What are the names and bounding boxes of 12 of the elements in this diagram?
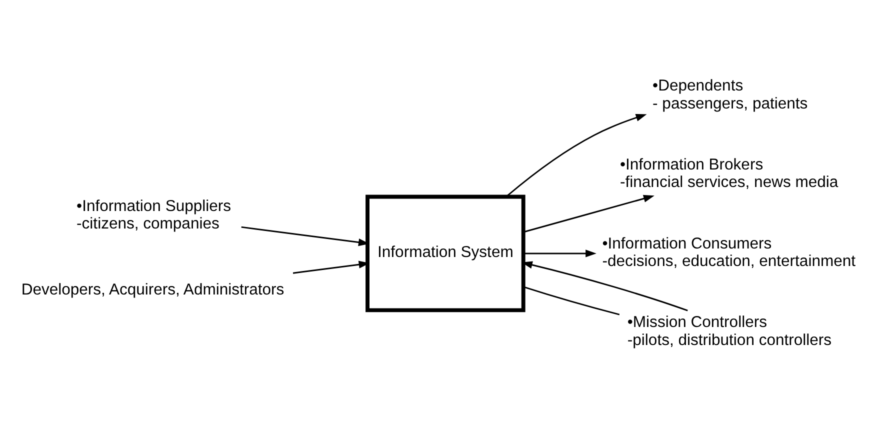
node-text: Developers, Acquirers, Administrators [21,281,284,298]
node-text: •Information Consumers -decisions, education, entertainment [602,234,856,270]
arrow [524,249,596,257]
node-text: •Mission Controllers -pilots, distribution controllers [627,314,832,348]
connector [523,286,620,315]
node-text: •Dependents - passengers, patients [652,77,808,112]
node-box: Information System [366,194,526,312]
arrow [506,114,647,197]
node-text: •Information Suppliers -citizens, companies [76,197,232,232]
arrow [523,194,654,232]
arrow [292,260,370,274]
node-text: •Information Brokers -financial services, news media [620,156,838,191]
